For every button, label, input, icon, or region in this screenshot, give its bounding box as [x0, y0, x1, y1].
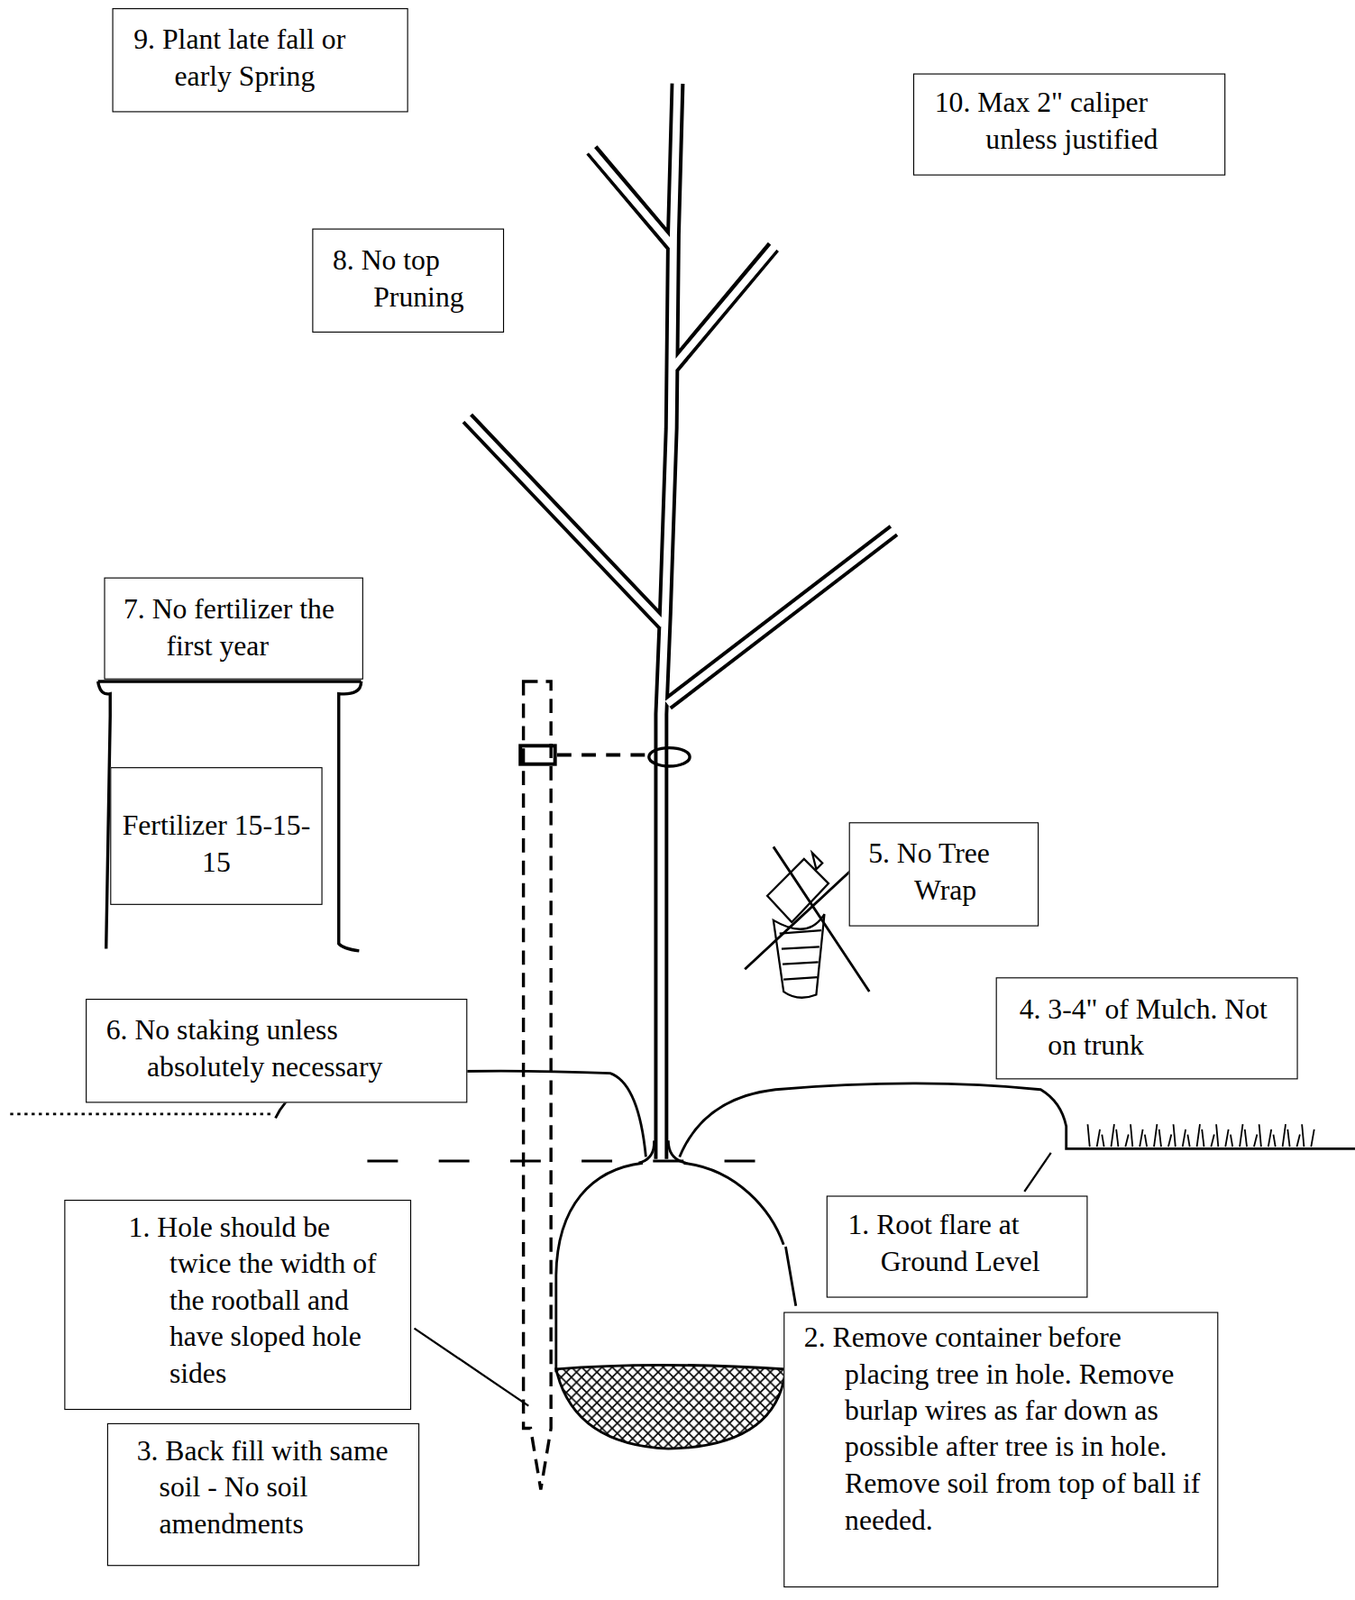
- grass-blade: [1210, 1135, 1214, 1148]
- note-box: 8. No top Pruning: [311, 228, 504, 333]
- note-box: 5. No Tree Wrap: [849, 822, 1040, 926]
- grass-blade: [1153, 1124, 1157, 1147]
- grass-blade: [1259, 1124, 1262, 1147]
- grass: [1087, 1124, 1314, 1147]
- note-text: 9. Plant late fall or early Spring: [174, 21, 392, 95]
- note-text: 8. No top Pruning: [373, 241, 493, 315]
- grass-blade: [1225, 1129, 1228, 1147]
- grass-blade: [1111, 1124, 1115, 1147]
- fertilizer-bag: [98, 681, 362, 952]
- grass-blade: [1097, 1129, 1100, 1147]
- grass-blade: [1173, 1124, 1176, 1147]
- note-box: 3. Back fill with same soil - No soil am…: [107, 1423, 420, 1566]
- note-text: 2. Remove container before placing tree …: [844, 1318, 1208, 1539]
- note-text: 1. Hole should be twice the width of the…: [169, 1208, 394, 1392]
- grass-blade: [1296, 1135, 1300, 1148]
- tree: [463, 79, 898, 1163]
- grass-blade: [1197, 1124, 1200, 1147]
- grass-blade: [1187, 1135, 1190, 1148]
- note-box: 10. Max 2" caliper unless justified: [913, 73, 1226, 175]
- note-box: 9. Plant late fall or early Spring: [111, 8, 408, 112]
- grass-blade: [1268, 1129, 1272, 1147]
- note-text: 3. Back fill with same soil - No soil am…: [159, 1432, 409, 1543]
- grass-blade: [1125, 1135, 1128, 1148]
- note-text: Fertilizer 15-15-15: [121, 806, 312, 880]
- note-text: 5. No Tree Wrap: [914, 835, 1030, 909]
- note-text: 7. No fertilizer the first year: [165, 590, 354, 664]
- grass-blade: [1159, 1129, 1162, 1147]
- grass-blade: [1130, 1124, 1133, 1147]
- grass-blade: [1087, 1124, 1090, 1147]
- grass-blade: [1310, 1129, 1314, 1147]
- grass-blade: [1101, 1135, 1104, 1148]
- grass-blade: [1287, 1129, 1290, 1147]
- note-box: 6. No staking unless absolutely necessar…: [85, 998, 467, 1103]
- note-text: 10. Max 2" caliper unless justified: [985, 84, 1210, 158]
- note-box: 1. Hole should be twice the width of the…: [64, 1199, 412, 1410]
- grass-blade: [1254, 1135, 1257, 1148]
- note-text: 4. 3-4" of Mulch. Not on trunk: [1047, 990, 1289, 1064]
- note-box: 2. Remove container before placing tree …: [783, 1311, 1218, 1588]
- grass-blade: [1182, 1129, 1186, 1147]
- note-text: 1. Root flare at Ground Level: [880, 1207, 1080, 1281]
- grass-blade: [1216, 1124, 1218, 1147]
- grass-blade: [1272, 1135, 1275, 1148]
- grass-blade: [1239, 1124, 1243, 1147]
- grass-blade: [1301, 1124, 1304, 1147]
- note-box: 1. Root flare at Ground Level: [826, 1195, 1089, 1298]
- grass-blade: [1168, 1135, 1172, 1148]
- grass-blade: [1245, 1129, 1247, 1147]
- note-box: 4. 3-4" of Mulch. Not on trunk: [996, 977, 1299, 1080]
- note-text: 6. No staking unless absolutely necessar…: [146, 1012, 460, 1086]
- grass-blade: [1116, 1129, 1118, 1147]
- grass-blade: [1144, 1135, 1147, 1148]
- grass-blade: [1139, 1129, 1143, 1147]
- grass-blade: [1201, 1129, 1204, 1147]
- grass-blade: [1282, 1124, 1286, 1147]
- note-box: 7. No fertilizer the first year: [103, 577, 363, 680]
- fertilizer-label: Fertilizer 15-15-15: [109, 767, 322, 906]
- grass-blade: [1230, 1135, 1233, 1148]
